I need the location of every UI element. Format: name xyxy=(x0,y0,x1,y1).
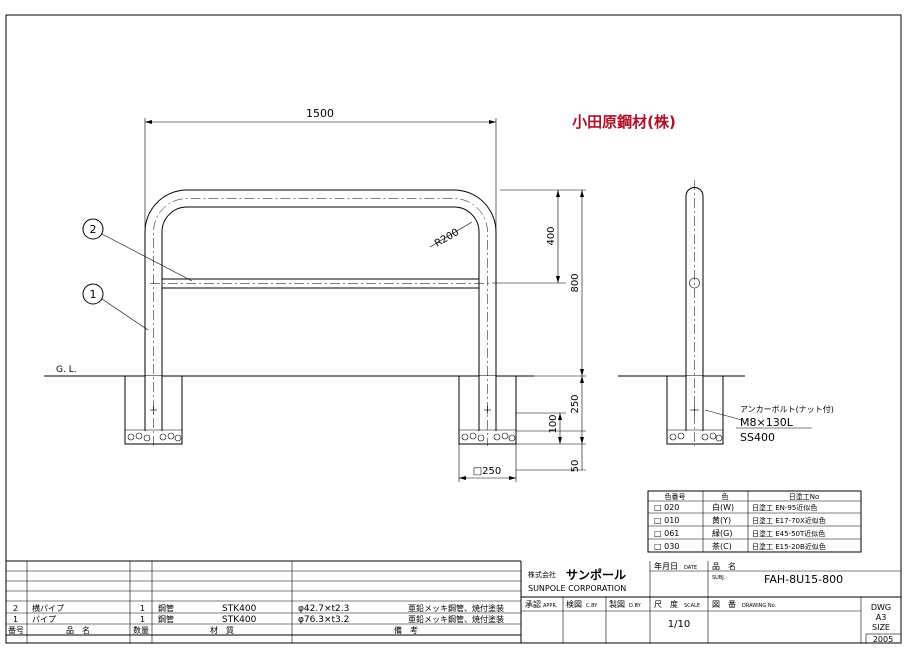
balloon-1 xyxy=(82,283,104,305)
svg-text:品 名: 品 名 xyxy=(66,625,90,635)
svg-text:日塗工 E15-20B近似色: 日塗工 E15-20B近似色 xyxy=(752,542,826,551)
radius-leader xyxy=(429,221,473,248)
company-logo-name: サンポール xyxy=(566,567,626,582)
main-pipe-outer xyxy=(144,189,497,431)
table-row: 2 横パイプ 1 鋼管 STK400 φ42.7×t2.3 亜鉛メッキ鋼管、焼付… xyxy=(13,603,504,614)
radius-label: R200 xyxy=(433,227,461,250)
anchor-size: M8×130L xyxy=(740,416,794,429)
dwg-size: A3 xyxy=(876,613,887,622)
svg-text:横パイプ: 横パイプ xyxy=(32,603,64,613)
scale-label: 尺 度 xyxy=(654,599,678,609)
svg-text:1: 1 xyxy=(90,288,97,301)
svg-text:黄(Y): 黄(Y) xyxy=(712,515,731,525)
appr-label-en: APPR. xyxy=(543,603,558,609)
svg-text:□ 020: □ 020 xyxy=(654,503,679,512)
balloon-2-leader xyxy=(101,233,193,282)
svg-text:数量: 数量 xyxy=(133,625,149,635)
year-box xyxy=(865,633,902,644)
drawing-title: FAH-8U15-800 xyxy=(764,573,843,586)
svg-text:日塗工 E45-50T近似色: 日塗工 E45-50T近似色 xyxy=(752,529,825,538)
subj-label: 品 名 xyxy=(712,561,736,571)
dim-250: 250 xyxy=(570,394,581,413)
side-cross-pipe xyxy=(689,277,700,289)
main-pipe-inner xyxy=(161,206,480,431)
dim-400: 400 xyxy=(546,226,557,245)
subj-label-en: SUBJ. xyxy=(712,575,726,581)
svg-text:材 質: 材 質 xyxy=(210,625,234,635)
parts-header: 番号 品 名 数量 材 質 備 考 xyxy=(8,625,418,635)
svg-text:番号: 番号 xyxy=(8,625,24,635)
company-name: 小田原鋼材(株) xyxy=(572,113,676,131)
svg-text:備 考: 備 考 xyxy=(394,625,418,635)
appr-label: 承認 xyxy=(525,599,541,609)
balloon-1-leader xyxy=(101,298,149,331)
svg-text:□ 030: □ 030 xyxy=(654,542,679,551)
year: 2005 xyxy=(873,635,893,644)
svg-text:日塗工 EN-95近似色: 日塗工 EN-95近似色 xyxy=(752,503,817,512)
svg-text:日塗工 E17-70X近似色: 日塗工 E17-70X近似色 xyxy=(752,516,826,525)
company-prefix: 株式会社 xyxy=(528,570,556,579)
svg-text:□ 061: □ 061 xyxy=(654,529,679,538)
company-english: SUNPOLE CORPORATION xyxy=(528,584,626,593)
svg-text:1: 1 xyxy=(13,615,18,624)
color-table: 色番号 色 日塗工No □ 020 白(W) 日塗工 EN-95近似色 □ 01… xyxy=(647,490,862,553)
svg-text:亜鉛メッキ鋼管、焼付塗装: 亜鉛メッキ鋼管、焼付塗装 xyxy=(408,614,504,624)
svg-text:亜鉛メッキ鋼管、焼付塗装: 亜鉛メッキ鋼管、焼付塗装 xyxy=(408,603,504,613)
width-dimension: 1500 xyxy=(306,107,334,120)
color-header-ref: 日塗工No xyxy=(789,492,820,501)
dwg-label: DWG xyxy=(871,603,891,612)
side-view: アンカーボルト(ナット付) M8×130L SS400 xyxy=(618,180,834,446)
title-block: 株式会社 サンポール SUNPOLE CORPORATION 年月日 DATE … xyxy=(520,561,902,644)
gravel-right xyxy=(459,429,516,442)
drawing-no-label-en: DRAWING No. xyxy=(742,603,777,609)
front-view: G. L. xyxy=(44,107,586,482)
svg-text:パイプ: パイプ xyxy=(32,615,56,624)
sheet-border xyxy=(5,14,902,644)
svg-text:STK400: STK400 xyxy=(222,604,257,614)
draw-label: 製図 xyxy=(609,599,625,609)
foundation-size: □250 xyxy=(473,466,502,477)
parts-list: 2 横パイプ 1 鋼管 STK400 φ42.7×t2.3 亜鉛メッキ鋼管、焼付… xyxy=(6,560,521,643)
date-label: 年月日 xyxy=(654,561,678,571)
color-row: □ 010 黄(Y) 日塗工 E17-70X近似色 xyxy=(654,515,826,525)
svg-text:鋼管: 鋼管 xyxy=(158,603,174,613)
svg-text:白(W): 白(W) xyxy=(712,502,734,512)
scale-value: 1/10 xyxy=(668,619,690,630)
color-row: □ 061 緑(G) 日塗工 E45-50T近似色 xyxy=(654,528,825,538)
svg-text:鋼管: 鋼管 xyxy=(158,614,174,624)
drawing-no-label: 図 番 xyxy=(712,599,736,609)
dim-50: 50 xyxy=(570,460,581,473)
svg-text:φ42.7×t2.3: φ42.7×t2.3 xyxy=(298,604,349,614)
dim-800: 800 xyxy=(570,273,581,292)
ground-level-label: G. L. xyxy=(56,365,77,375)
balloon-2 xyxy=(82,218,104,240)
anchor-material: SS400 xyxy=(740,431,775,444)
color-header-code: 色番号 xyxy=(665,492,686,501)
table-row: 1 パイプ 1 鋼管 STK400 φ76.3×t3.2 亜鉛メッキ鋼管、焼付塗… xyxy=(13,614,504,625)
svg-text:2: 2 xyxy=(13,604,18,613)
svg-text:2: 2 xyxy=(90,223,97,236)
size-label: SIZE xyxy=(872,623,890,632)
svg-text:茶(C): 茶(C) xyxy=(712,541,732,551)
scale-label-en: SCALE xyxy=(684,603,700,609)
anchor-title: アンカーボルト(ナット付) xyxy=(740,404,834,414)
draw-label-en: D.BY xyxy=(629,603,642,609)
svg-text:φ76.3×t3.2: φ76.3×t3.2 xyxy=(298,615,349,625)
dim-100: 100 xyxy=(548,414,559,433)
color-row: □ 030 茶(C) 日塗工 E15-20B近似色 xyxy=(654,541,826,551)
main-pipe-centerline xyxy=(153,198,488,446)
color-row: □ 020 白(W) 日塗工 EN-95近似色 xyxy=(654,502,817,512)
date-label-en: DATE xyxy=(684,565,697,571)
check-label-en: C.BY xyxy=(586,603,598,609)
svg-text:1: 1 xyxy=(140,604,145,613)
color-header-color: 色 xyxy=(722,492,729,501)
gravel-left xyxy=(125,429,182,442)
svg-text:緑(G): 緑(G) xyxy=(712,528,732,538)
check-label: 検図 xyxy=(566,599,582,609)
anchor-leader xyxy=(704,409,743,421)
svg-text:STK400: STK400 xyxy=(222,615,257,625)
svg-text:1: 1 xyxy=(140,615,145,624)
svg-text:□ 010: □ 010 xyxy=(654,516,679,525)
